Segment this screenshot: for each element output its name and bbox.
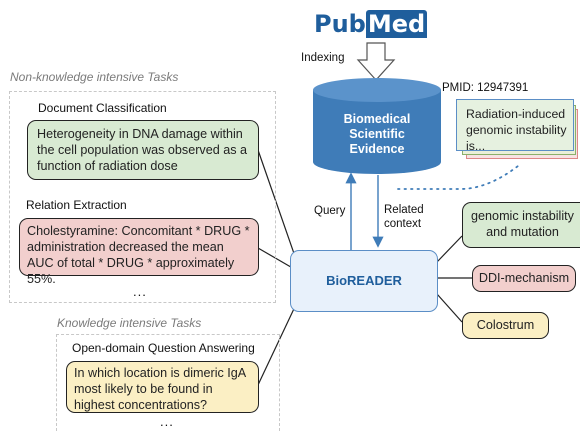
pmid-label: PMID: 12947391 [442, 82, 529, 94]
bioreader-label: BioREADER [326, 273, 402, 288]
qa-box: In which location is dimeric IgA most li… [66, 361, 259, 413]
query-label: Query [314, 205, 346, 217]
indexing-label: Indexing [301, 52, 345, 64]
related-context-label: Related context [384, 203, 428, 231]
related-context-text: Related context [384, 204, 424, 230]
pubmed-logo: PubMed [314, 10, 428, 38]
link-out1 [436, 235, 463, 263]
link-relation [257, 247, 297, 271]
qa-label: Open-domain Question Answering [72, 341, 255, 355]
database-line1: Biomedical [343, 112, 411, 126]
relation-label: Relation Extraction [26, 198, 127, 212]
output-ddi: DDI-mechanism [472, 265, 576, 292]
pubmed-logo-text-b: Med [365, 10, 428, 38]
doc-class-text: Heterogeneity in DNA damage within the c… [37, 127, 248, 173]
non-knowledge-title: Non-knowledge intensive Tasks [10, 70, 179, 84]
output-genomic: genomic instability and mutation [462, 202, 580, 248]
pmid-doc-text: Radiation-induced genomic instability is… [466, 107, 567, 153]
relation-box: Cholestyramine: Concomitant * DRUG * adm… [19, 218, 259, 286]
output-ddi-text: DDI-mechanism [478, 271, 570, 285]
pmid-doc-front: Radiation-induced genomic instability is… [456, 99, 574, 153]
link-doc-class [257, 149, 299, 266]
relation-text: Cholestyramine: Concomitant * DRUG * adm… [27, 224, 250, 286]
database-line2: Scientific [349, 127, 405, 141]
bioreader-box: BioREADER [290, 250, 438, 312]
knowledge-ellipsis: ... [160, 414, 174, 429]
indexing-arrow [356, 42, 396, 81]
knowledge-panel [56, 334, 280, 431]
database-label: Biomedical Scientific Evidence [313, 112, 441, 157]
pmid-dotted-link [397, 165, 519, 190]
output-colostrum-text: Colostrum [476, 318, 535, 332]
doc-class-box: Heterogeneity in DNA damage within the c… [27, 120, 259, 180]
output-colostrum: Colostrum [462, 312, 549, 339]
doc-class-label: Document Classification [38, 101, 167, 115]
database-line3: Evidence [349, 142, 405, 156]
output-genomic-text: genomic instability and mutation [471, 209, 574, 239]
knowledge-title: Knowledge intensive Tasks [57, 316, 202, 330]
link-out3 [436, 293, 463, 323]
qa-text: In which location is dimeric IgA most li… [74, 366, 246, 412]
non-knowledge-panel [9, 91, 276, 303]
non-knowledge-ellipsis: ... [133, 284, 147, 299]
pubmed-logo-text-a: Pub [314, 10, 366, 38]
